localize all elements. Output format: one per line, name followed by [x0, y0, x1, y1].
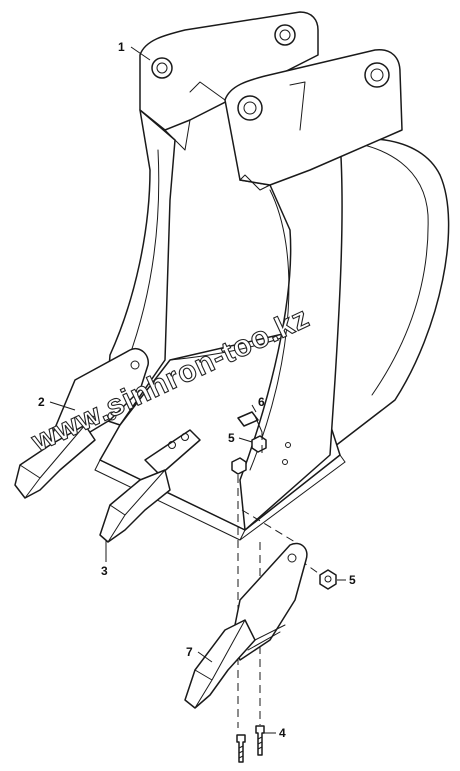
nut-5-exploded [319, 569, 337, 590]
bucket-right-side-plate [239, 134, 343, 531]
callout-1: 1 [118, 40, 125, 54]
tooth-3-adapter [144, 429, 201, 476]
leader-6 [251, 404, 257, 413]
tooth-3 [99, 469, 171, 543]
left-bracket-web [164, 119, 191, 151]
bucket-left-side-inner [127, 149, 160, 361]
left-pin-hole [156, 62, 168, 74]
tooth-3-ridge [107, 469, 166, 543]
callout-5-upper: 5 [228, 431, 235, 445]
bucket-lip-front [94, 454, 346, 541]
tooth-7-ridge [194, 619, 246, 709]
bolt-4-thread-left [238, 745, 244, 759]
side-cutter-plate [49, 348, 149, 451]
callout-5-right: 5 [349, 573, 356, 587]
right-pin-hole [243, 101, 257, 115]
tooth-2 [14, 424, 96, 499]
callout-3: 3 [101, 564, 108, 578]
left-rear-pin-boss-outer [274, 24, 296, 46]
callout-7: 7 [186, 645, 193, 659]
side-cutter-7-hole [287, 553, 297, 563]
bolt-4-left [236, 734, 246, 763]
callout-4: 4 [279, 726, 286, 740]
left-rear-pin-hole [279, 29, 291, 41]
part-bolts-4 [236, 725, 265, 763]
part-tooth-3 [99, 429, 201, 543]
part-side-cutter-7 [184, 542, 308, 709]
tooth-3-pin-b [181, 433, 189, 441]
bucket-back-inner-curve [334, 139, 429, 396]
part-side-cutter-2 [14, 348, 149, 499]
bucket-right-side-inner [249, 189, 290, 471]
callout-2: 2 [38, 395, 45, 409]
left-pin-boss-outer [151, 57, 173, 79]
tooth-3-pin-a [168, 441, 176, 449]
bolt-4-right [255, 725, 265, 756]
hardware-on-bucket [231, 411, 267, 475]
tooth-7-mount [247, 624, 286, 651]
nut-lower [231, 457, 247, 475]
bucket-body [94, 11, 450, 541]
nut-5-upper [251, 435, 267, 453]
bolt-4-thread-right [257, 736, 263, 750]
nut-5-exploded-hole [324, 575, 332, 583]
bolt-6-shank [254, 415, 263, 433]
leader-7 [197, 651, 213, 663]
right-pin-boss-outer [237, 95, 263, 121]
bolt-6 [237, 411, 259, 427]
tooth-2-pin-b [107, 411, 117, 421]
tooth-7 [184, 619, 256, 709]
bracket-gusset [189, 81, 306, 131]
leader-5-upper [238, 437, 253, 443]
callout-6: 6 [258, 395, 265, 409]
bolt-hole-a [285, 442, 291, 448]
right-rear-pin-boss-outer [364, 62, 390, 88]
callouts: 1 2 3 4 5 5 6 7 [38, 40, 356, 740]
tooth-2-ridge [19, 424, 86, 499]
right-bracket-web [239, 174, 271, 191]
right-rear-pin-hole [370, 68, 384, 82]
leader-1 [130, 46, 151, 61]
right-mounting-bracket [224, 49, 403, 186]
left-mounting-bracket [139, 11, 319, 131]
leader-2 [49, 401, 76, 411]
side-cutter-hole [130, 360, 140, 370]
dash-line-diag [241, 509, 301, 546]
tooth-2-pin-a [87, 415, 97, 425]
bolt-hole-b [282, 459, 288, 465]
